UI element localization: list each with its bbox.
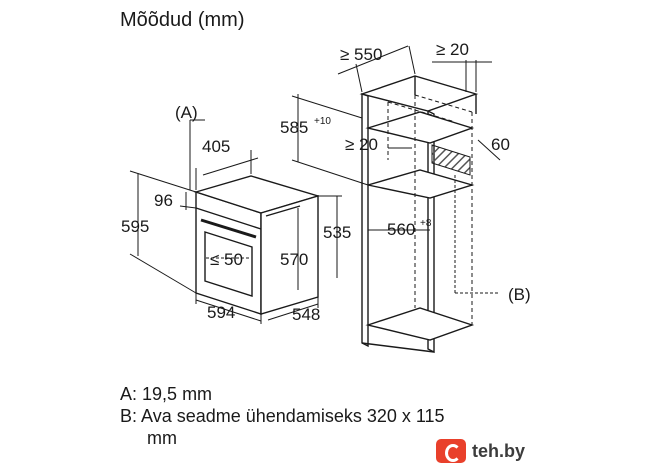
- dim-20mid-label: ≥ 20: [345, 135, 378, 154]
- hidden-inner-top: [387, 101, 456, 123]
- dim-20top-label: ≥ 20: [436, 40, 469, 59]
- cabinet-side-left: [361, 93, 369, 348]
- dim-560-tolerance: +8: [420, 218, 432, 229]
- legend-b-text: Ava seadme ühendamiseks 320 x 115: [141, 406, 445, 426]
- marker-b-label: (B): [508, 285, 531, 304]
- oven-body-edge: [265, 205, 301, 217]
- legend-a-text: 19,5 mm: [142, 384, 213, 404]
- oven-drawing: [193, 175, 321, 315]
- dim-548-label: 548: [292, 305, 320, 324]
- dim-585-tolerance: +10: [314, 116, 331, 127]
- dim-96-label: 96: [154, 191, 173, 210]
- dim-560-label: 560: [387, 220, 415, 239]
- cabinet-shelf-top: [365, 111, 475, 144]
- legend-b: B: Ava seadme ühendamiseks 320 x 115: [120, 406, 445, 427]
- dim-570-label: 570: [280, 250, 308, 269]
- dim-535-label: 535: [323, 223, 351, 242]
- dim-ext-550a: [355, 63, 363, 93]
- legend-b-cont-text: mm: [147, 428, 177, 448]
- dim-ext-595-top: [129, 170, 197, 193]
- cabinet-dimension-lines: [291, 45, 501, 294]
- diagram-title: Mõõdud (mm): [120, 9, 245, 31]
- dim-ext-96: [179, 205, 197, 209]
- marker-a-label: (A): [175, 103, 198, 122]
- ventilation-opening: [431, 144, 471, 176]
- dim-405-label: 405: [202, 137, 230, 156]
- watermark-text: teh.by: [472, 440, 526, 461]
- dim-ext-585a: [291, 95, 363, 119]
- dim-594-label: 594: [207, 303, 235, 322]
- cabinet-drawing: [359, 75, 479, 354]
- cabinet-hidden-lines: [387, 94, 473, 325]
- dim-line-405: [202, 157, 259, 176]
- dim-595-label: 595: [121, 217, 149, 236]
- dim-60-label: 60: [491, 135, 510, 154]
- hidden-back-top: [414, 94, 473, 113]
- dim-ext-595-bottom: [129, 253, 197, 294]
- cabinet-base: [361, 342, 435, 353]
- dim-line-550: [337, 45, 409, 75]
- watermark-logo-icon: [436, 439, 466, 463]
- oven-door-handle: [200, 218, 257, 239]
- dim-ext-550b: [408, 45, 416, 75]
- oven-dimension-lines: [129, 119, 342, 324]
- dim-line-594: [195, 299, 262, 322]
- watermark: teh.by: [436, 438, 525, 464]
- cabinet-shelf-bottom: [365, 307, 475, 341]
- legend-b-continued: mm: [147, 428, 177, 449]
- dim-line-548: [267, 303, 319, 321]
- dim-line-60: [477, 139, 501, 161]
- dim-ext-585b: [291, 159, 369, 186]
- cabinet-top: [359, 75, 479, 112]
- dim-550-label: ≥ 550: [340, 45, 382, 64]
- oven-fascia-line: [195, 207, 262, 230]
- oven-window: [204, 231, 253, 297]
- legend-a-key: A:: [120, 384, 138, 404]
- legend-a: A: 19,5 mm: [120, 384, 212, 405]
- dim-50-label: ≤ 50: [210, 250, 243, 269]
- legend-b-key: B:: [120, 406, 138, 426]
- cabinet-shelf-mid: [367, 169, 475, 199]
- dim-585-label: 585: [280, 118, 308, 137]
